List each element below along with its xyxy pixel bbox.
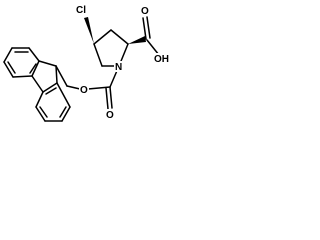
atom-label-carbamate-ester-oxygen: O — [80, 85, 88, 96]
bond-lo-1 — [35, 91, 44, 108]
bond-lo-d1 — [39, 106, 48, 118]
bond-ul-d3 — [29, 63, 37, 74]
molecule-structure: Cl N O OH O O — [3, 3, 171, 122]
bond-cooh-c-o-double-b — [146, 16, 151, 39]
bond-c3-c4 — [93, 29, 112, 45]
atom-label-chlorine: Cl — [76, 5, 86, 16]
bond-c2-c3 — [110, 29, 129, 45]
bond-lo-d2 — [59, 106, 67, 118]
bond-cooh-c-oh — [146, 39, 160, 56]
wedge-bond-c4-cl — [84, 17, 94, 44]
bond-ester-o-ch2 — [66, 85, 81, 90]
bond-carbonyl-c-ester-o — [87, 86, 111, 90]
bond-lo-5 — [56, 82, 71, 108]
bond-ul-1 — [28, 47, 40, 62]
bond-cooh-c-o-double-a — [142, 17, 147, 40]
bond-carbonyl-c-o-double-b — [105, 87, 109, 110]
bond-lo-2 — [35, 106, 46, 122]
pyrrolidine-ring — [93, 29, 129, 67]
bond-c4-c5 — [93, 43, 103, 67]
bond-c4a-c4b — [31, 75, 44, 93]
bond-ul-3 — [3, 47, 13, 63]
atom-label-carboxyl-hydroxyl: OH — [154, 54, 169, 65]
bond-ul-5 — [12, 75, 33, 78]
bond-c9-c9a — [38, 60, 57, 67]
bond-lo-d3 — [45, 87, 57, 95]
bond-ch2-c9 — [55, 65, 68, 87]
bond-c8a-c4b — [42, 82, 58, 93]
carboxylic-acid-group — [142, 16, 160, 56]
wedge-bond-c2-cooh — [128, 36, 146, 44]
bond-ul-4 — [3, 61, 14, 78]
atom-label-carboxyl-oxygen: O — [141, 6, 149, 17]
bond-c9-c8a — [55, 65, 58, 84]
bond-ul-d2 — [7, 61, 16, 74]
atom-label-carbamate-carbonyl-oxygen: O — [106, 110, 114, 121]
bond-lo-4 — [61, 106, 71, 122]
bond-c9a-c4a — [31, 60, 40, 77]
atom-labels: Cl N O OH O O — [75, 3, 171, 121]
bond-carbonyl-c-o-double-a — [109, 86, 113, 109]
atom-label-nitrogen: N — [115, 62, 122, 73]
fluorene-ring-system — [3, 47, 71, 122]
